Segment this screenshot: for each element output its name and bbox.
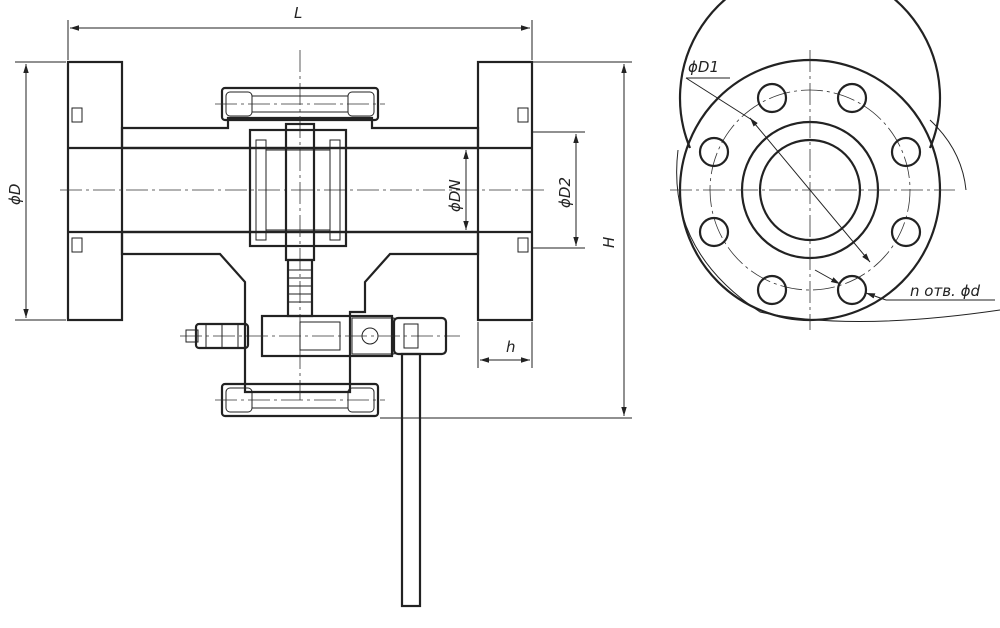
lower-body xyxy=(120,230,480,394)
bolt-hole xyxy=(698,216,730,248)
dim-h-label: h xyxy=(506,338,516,356)
dim-DN: ϕDN xyxy=(446,150,469,230)
bolt-holes xyxy=(698,82,922,306)
right-flange xyxy=(476,60,534,322)
bottom-bolt xyxy=(215,382,385,418)
dim-L-label: L xyxy=(294,4,302,22)
flange-seal-right xyxy=(517,107,529,253)
flange-end-view: ϕD1 n отв. ϕd xyxy=(670,0,1000,330)
dim-H: H xyxy=(380,61,632,419)
break-line xyxy=(676,149,1000,322)
bolt-hole xyxy=(890,216,922,248)
dim-D2: ϕD2 xyxy=(532,131,585,249)
bolt-hole xyxy=(698,136,730,168)
dim-D1: ϕD1 xyxy=(685,58,871,263)
dim-h: h xyxy=(477,322,533,368)
left-flange xyxy=(66,60,124,322)
left-fitting xyxy=(185,322,250,350)
bolt-hole xyxy=(756,82,788,114)
dim-D-label: ϕD xyxy=(6,184,24,205)
dim-H-label: H xyxy=(600,237,618,248)
dim-D1-label: ϕD1 xyxy=(688,58,719,76)
bolt-hole xyxy=(890,136,922,168)
dim-L: L xyxy=(67,4,533,60)
flange-outline xyxy=(678,0,942,149)
front-section-view: L ϕD ϕDN ϕD2 H xyxy=(6,4,632,608)
dim-holes-label: n отв. ϕd xyxy=(910,282,980,300)
flange-seal-left xyxy=(71,107,83,253)
bolt-hole xyxy=(756,274,788,306)
dim-holes: n отв. ϕd xyxy=(814,269,995,301)
handle xyxy=(392,316,448,608)
bolt-hole xyxy=(836,274,868,306)
dim-D: ϕD xyxy=(6,61,66,321)
bolt-hole xyxy=(836,82,868,114)
gate-assembly xyxy=(248,122,348,262)
top-bolt xyxy=(215,86,385,122)
dim-DN-label: ϕDN xyxy=(446,179,464,212)
dim-D2-label: ϕD2 xyxy=(556,177,574,208)
